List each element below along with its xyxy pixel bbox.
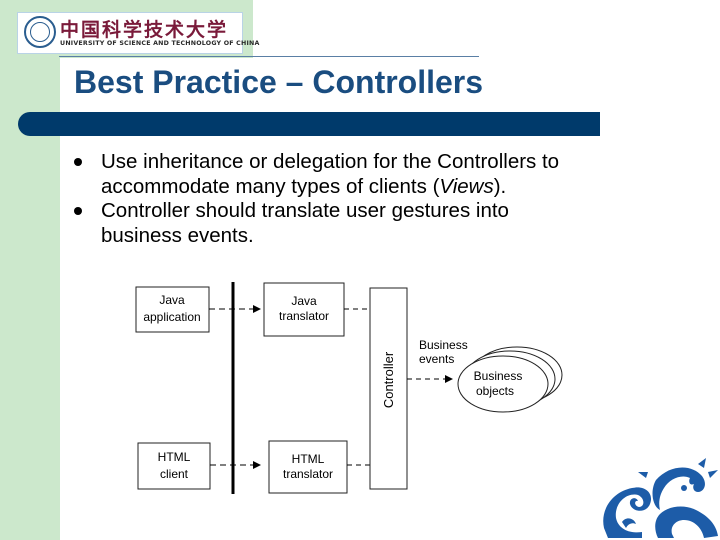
controller-label: Controller [381, 351, 396, 408]
bullet-item-1: Use inheritance or delegation for the Co… [74, 150, 694, 199]
business-events-label-1: Business [419, 338, 468, 352]
business-objects-label-2: objects [476, 384, 514, 398]
bullet-1-line-2: accommodate many types of clients (Views… [101, 175, 694, 200]
java-translator-label-1: Java [291, 294, 317, 308]
html-translator-label-1: HTML [292, 452, 325, 466]
business-object-oval-1 [457, 355, 549, 413]
java-app-label-2: application [143, 310, 200, 324]
business-objects-label-1: Business [474, 369, 523, 383]
html-client-label-2: client [160, 467, 189, 481]
html-client-box [137, 442, 211, 490]
bullet-2-line-2: business events. [101, 223, 254, 247]
bullet-dot-icon [74, 207, 82, 215]
bullet-2-line-1: Controller should translate user gesture… [101, 199, 509, 222]
university-seal-icon [24, 16, 56, 48]
left-decor-strip [0, 0, 60, 540]
html-translator-label-2: translator [283, 467, 333, 481]
title-divider [59, 56, 479, 57]
title-accent-bar [18, 112, 600, 136]
html-client-label-1: HTML [158, 450, 191, 464]
java-translator-box [263, 282, 345, 337]
university-logo: 中国科学技术大学 UNIVERSITY OF SCIENCE AND TECHN… [17, 12, 259, 54]
html-translator-box [268, 440, 348, 494]
logo-chinese-name: 中国科学技术大学 [60, 19, 229, 41]
bullet-1-line-1: Use inheritance or delegation for the Co… [101, 150, 560, 173]
java-translator-label-2: translator [279, 309, 329, 323]
dragon-emblem-icon [603, 458, 718, 538]
bullet-1-line-2-text: accommodate many types of clients (Views… [101, 174, 507, 198]
controller-box [369, 287, 408, 490]
java-app-label-1: Java [159, 293, 185, 307]
business-events-label-2: events [419, 352, 454, 366]
logo-english-name: UNIVERSITY OF SCIENCE AND TECHNOLOGY OF … [60, 40, 260, 47]
bullet-list: Use inheritance or delegation for the Co… [74, 150, 694, 248]
bullet-dot-icon [74, 158, 82, 166]
bullet-item-2: Controller should translate user gesture… [74, 199, 694, 248]
java-application-box [135, 286, 210, 333]
slide-title: Best Practice – Controllers [74, 64, 484, 100]
